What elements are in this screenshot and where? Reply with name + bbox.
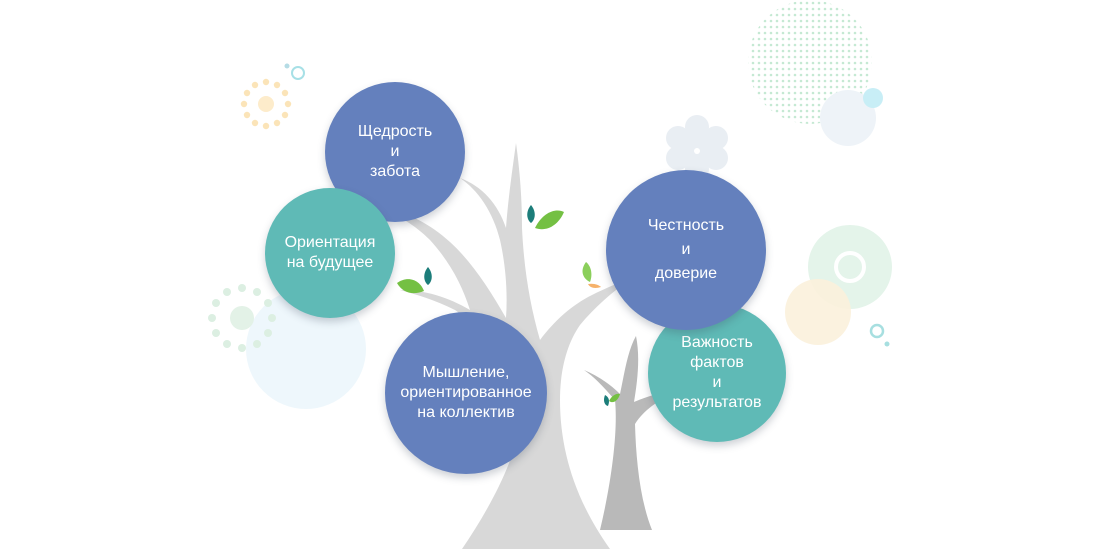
bubble-honesty: Честность и доверие	[606, 170, 766, 330]
leaf-group	[397, 205, 620, 406]
bubble-future: Ориентация на будущее	[265, 188, 395, 318]
decor-green-dot-ring	[208, 284, 276, 352]
decor-circle	[834, 251, 866, 283]
bubble-generosity-label: Щедрость и забота	[357, 123, 433, 180]
bubble-team: Мышление, ориентированное на коллектив	[385, 312, 547, 474]
bubble-team-label: Мышление, ориентированное на коллектив	[400, 364, 532, 421]
decor-circle	[869, 323, 885, 339]
decor-circle	[884, 341, 890, 347]
decor-circle	[291, 66, 305, 80]
decor-circle	[820, 90, 876, 146]
bubble-facts-label: Важность фактов и результатов	[672, 334, 762, 411]
decor-circle	[863, 88, 883, 108]
bubble-honesty-label: Честность и доверие	[647, 217, 725, 282]
bubble-facts: Важность фактов и результатов	[648, 304, 786, 442]
decor-circle	[785, 279, 851, 345]
decor-circle	[246, 289, 366, 409]
decor-orange-ring	[240, 78, 292, 130]
bubble-future-label: Ориентация на будущее	[284, 234, 376, 271]
decor-circle	[284, 63, 290, 69]
tree-small-trunk	[584, 336, 676, 530]
